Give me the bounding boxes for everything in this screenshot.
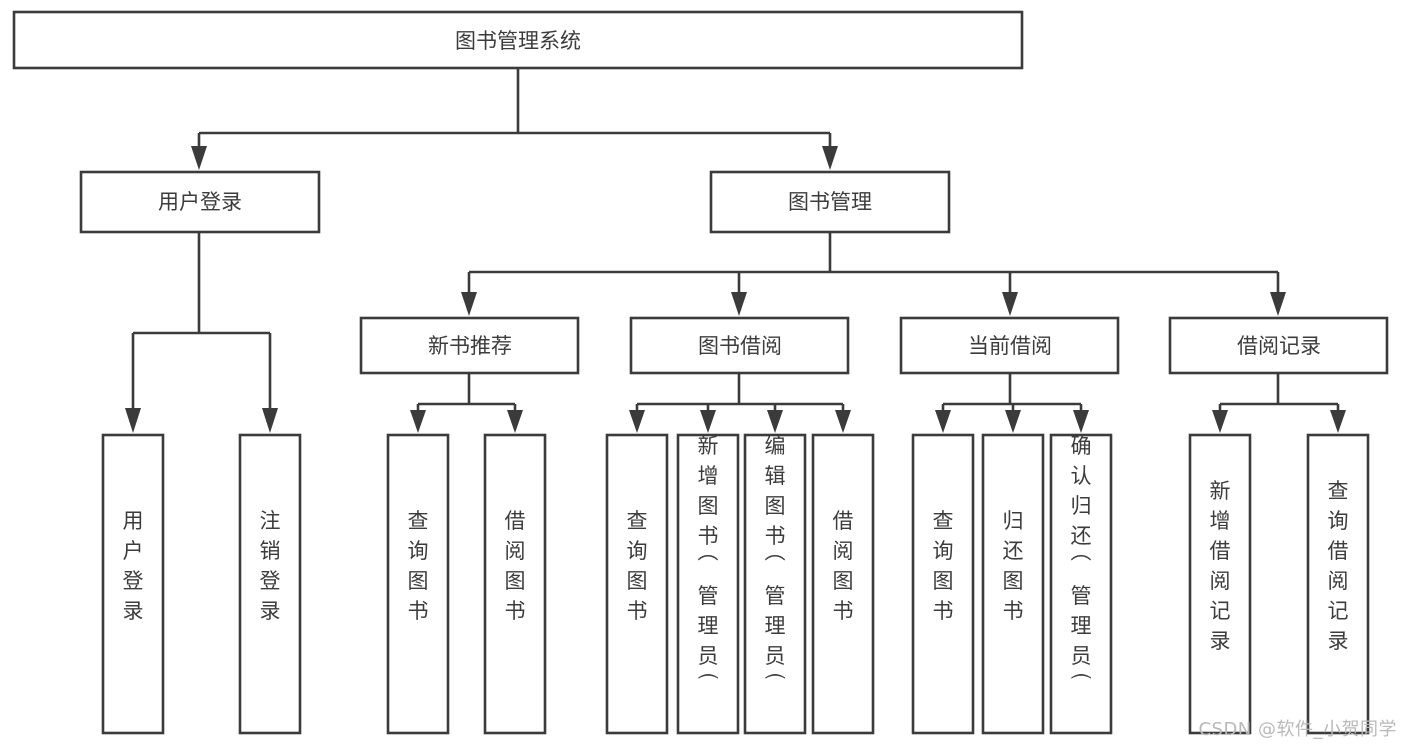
node-leaf-borrow-book-1-label: 借阅图书 xyxy=(505,509,526,623)
node-leaf-add-record-label: 新增借阅记录 xyxy=(1210,479,1231,653)
node-book-manage-label: 图书管理 xyxy=(788,190,872,214)
arrowhead-user-login xyxy=(191,146,207,170)
node-leaf-query-book-2[interactable]: 查询图书 xyxy=(605,433,669,735)
node-leaf-query-book-1[interactable]: 查询图书 xyxy=(386,433,450,735)
connectors-new-book-rec-to-leaves xyxy=(410,373,523,433)
node-leaf-add-record-box[interactable] xyxy=(1188,433,1252,735)
node-root[interactable]: 图书管理系统 xyxy=(12,10,1024,70)
arrowhead-leaf-user-login xyxy=(125,408,141,433)
node-book-borrow-label: 图书借阅 xyxy=(698,334,782,358)
arrowhead-leaf-borrow-book-2 xyxy=(835,410,851,433)
arrowhead-leaf-query-book-2 xyxy=(629,410,645,433)
arrowhead-leaf-confirm-return xyxy=(1073,410,1089,433)
arrowhead-leaf-edit-book xyxy=(767,410,783,433)
node-book-manage[interactable]: 图书管理 xyxy=(709,170,951,234)
node-leaf-edit-book[interactable]: 编辑图书⌒管理员⏜ xyxy=(743,433,807,735)
arrowhead-leaf-logout xyxy=(262,408,278,433)
csdn-watermark: CSDN @软件_小贺同学 xyxy=(1198,719,1397,740)
arrowhead-leaf-query-book-1 xyxy=(410,410,426,433)
node-leaf-borrow-book-2-box[interactable] xyxy=(811,433,875,735)
node-leaf-query-book-1-label: 查询图书 xyxy=(408,509,429,623)
node-leaf-query-book-2-label: 查询图书 xyxy=(627,509,648,623)
node-leaf-query-book-3-box[interactable] xyxy=(911,433,975,735)
node-leaf-user-login-label: 用户登录 xyxy=(123,509,144,623)
arrowhead-leaf-borrow-book-1 xyxy=(507,410,523,433)
node-borrow-record-label: 借阅记录 xyxy=(1237,334,1321,358)
node-leaf-borrow-book-1[interactable]: 借阅图书 xyxy=(483,433,547,735)
node-leaf-logout-box[interactable] xyxy=(238,433,302,735)
arrowhead-current-borrow xyxy=(1002,292,1018,316)
node-leaf-borrow-book-1-box[interactable] xyxy=(483,433,547,735)
node-user-login-box[interactable] xyxy=(79,170,321,234)
node-leaf-query-book-3-label: 查询图书 xyxy=(933,509,954,623)
node-leaf-query-record[interactable]: 查询借阅记录 xyxy=(1306,433,1370,735)
node-current-borrow-box[interactable] xyxy=(899,316,1120,375)
node-new-book-rec[interactable]: 新书推荐 xyxy=(359,316,580,375)
connectors-current-borrow-to-leaves xyxy=(935,373,1089,433)
node-leaf-edit-book-label: 编辑图书⌒管理员⏜ xyxy=(765,434,786,698)
node-book-borrow[interactable]: 图书借阅 xyxy=(629,316,850,375)
node-leaf-borrow-book-2[interactable]: 借阅图书 xyxy=(811,433,875,735)
arrowhead-book-borrow xyxy=(731,292,747,316)
arrowhead-leaf-query-record xyxy=(1330,410,1346,433)
node-leaf-user-login-box[interactable] xyxy=(101,433,165,735)
node-root-label: 图书管理系统 xyxy=(455,29,581,53)
arrowhead-leaf-add-record xyxy=(1212,410,1228,433)
node-leaf-add-book[interactable]: 新增图书⌒管理员⏜ xyxy=(676,433,740,735)
node-leaf-confirm-return-box[interactable] xyxy=(1049,433,1113,735)
node-leaf-return-book-label: 归还图书 xyxy=(1003,509,1024,623)
node-leaf-return-book-box[interactable] xyxy=(981,433,1045,735)
node-leaf-add-book-box[interactable] xyxy=(676,433,740,735)
node-leaf-logout[interactable]: 注销登录 xyxy=(238,433,302,735)
node-user-login-label: 用户登录 xyxy=(158,190,242,214)
connectors-user-login-to-leaves xyxy=(125,232,278,433)
node-leaf-return-book[interactable]: 归还图书 xyxy=(981,433,1045,735)
leaf-nodes-layer: 用户登录 注销登录 查询图书 借阅图书 查询图书 新增图书⌒管理员⏜ 编辑图书⌒管理员⏜ 借阅… xyxy=(101,433,1370,735)
node-book-borrow-box[interactable] xyxy=(629,316,850,375)
node-leaf-add-book-label: 新增图书⌒管理员⏜ xyxy=(698,434,719,698)
arrowhead-leaf-add-book xyxy=(700,410,716,433)
node-leaf-query-record-label: 查询借阅记录 xyxy=(1328,479,1349,653)
arrowhead-leaf-query-book-3 xyxy=(935,410,951,433)
node-user-login[interactable]: 用户登录 xyxy=(79,170,321,234)
connectors-book-borrow-to-leaves xyxy=(629,373,851,433)
node-borrow-record[interactable]: 借阅记录 xyxy=(1168,316,1389,375)
arrowhead-new-book-rec xyxy=(461,292,477,316)
node-leaf-edit-book-box[interactable] xyxy=(743,433,807,735)
node-leaf-add-record[interactable]: 新增借阅记录 xyxy=(1188,433,1252,735)
node-leaf-user-login[interactable]: 用户登录 xyxy=(101,433,165,735)
connectors-borrow-record-to-leaves xyxy=(1212,373,1346,433)
node-leaf-borrow-book-2-label: 借阅图书 xyxy=(833,509,854,623)
node-leaf-query-book-2-box[interactable] xyxy=(605,433,669,735)
arrowhead-leaf-return-book xyxy=(1005,410,1021,433)
connectors-book-manage-to-level3 xyxy=(461,232,1286,316)
node-new-book-rec-box[interactable] xyxy=(359,316,580,375)
node-borrow-record-box[interactable] xyxy=(1168,316,1389,375)
node-leaf-confirm-return-label: 确认归还⌒管理员⏜ xyxy=(1071,434,1092,698)
node-current-borrow-label: 当前借阅 xyxy=(968,334,1052,358)
node-leaf-confirm-return[interactable]: 确认归还⌒管理员⏜ xyxy=(1049,433,1113,735)
connectors-root-to-level2 xyxy=(191,68,838,170)
node-root-box[interactable] xyxy=(12,10,1024,70)
node-current-borrow[interactable]: 当前借阅 xyxy=(899,316,1120,375)
node-leaf-query-record-box[interactable] xyxy=(1306,433,1370,735)
node-book-manage-box[interactable] xyxy=(709,170,951,234)
node-leaf-query-book-3[interactable]: 查询图书 xyxy=(911,433,975,735)
node-leaf-query-book-1-box[interactable] xyxy=(386,433,450,735)
arrowhead-book-manage xyxy=(822,146,838,170)
node-leaf-logout-label: 注销登录 xyxy=(260,509,281,623)
node-new-book-rec-label: 新书推荐 xyxy=(428,334,512,358)
arrowhead-borrow-record xyxy=(1270,292,1286,316)
